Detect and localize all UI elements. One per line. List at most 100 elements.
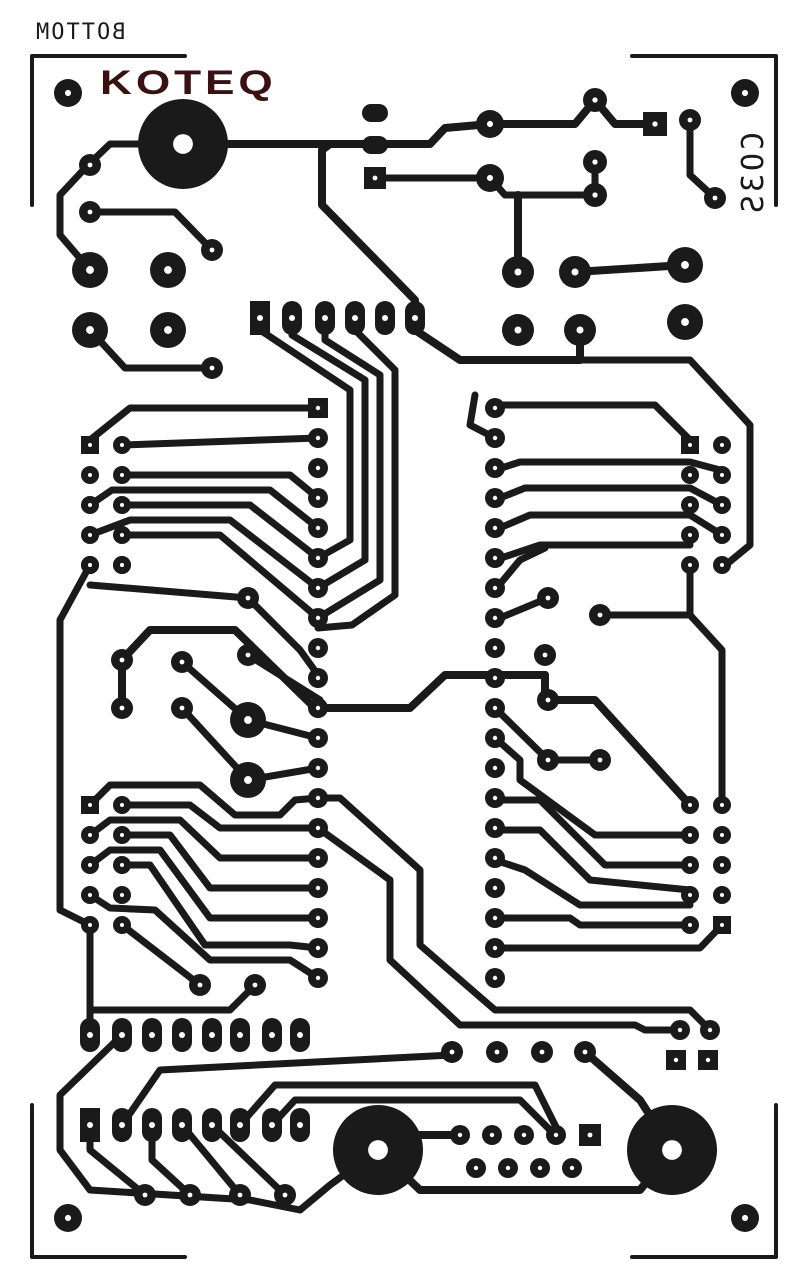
- drill-hole: [576, 326, 584, 334]
- trace: [178, 1121, 244, 1199]
- drill-hole: [492, 765, 498, 771]
- drill-hole: [688, 473, 692, 477]
- drill-hole: [720, 803, 724, 807]
- drill-hole: [492, 825, 498, 831]
- drill-hole: [269, 1122, 275, 1128]
- trace: [411, 314, 584, 364]
- drill-hole: [209, 1032, 215, 1038]
- drill-hole: [315, 555, 321, 561]
- drill-hole: [492, 645, 498, 651]
- drill-hole: [486, 174, 494, 182]
- trace: [491, 511, 726, 539]
- drill-hole: [179, 705, 185, 711]
- drill-hole: [492, 915, 498, 921]
- drill-hole: [315, 675, 321, 681]
- drill-hole: [582, 1049, 588, 1055]
- drill-hole: [120, 893, 124, 897]
- drill-hole: [741, 89, 749, 97]
- drill-hole: [297, 1032, 303, 1038]
- trace: [86, 781, 322, 819]
- drill-hole: [120, 533, 124, 537]
- drill-hole: [87, 1032, 93, 1038]
- drill-hole: [187, 1192, 193, 1198]
- drill-hole: [120, 563, 124, 567]
- drill-hole: [545, 595, 551, 601]
- trace: [491, 914, 694, 929]
- drill-hole: [244, 716, 252, 724]
- drill-hole: [545, 757, 551, 763]
- drill-hole: [412, 315, 418, 321]
- drill-hole: [673, 1057, 679, 1063]
- drill-hole: [449, 1049, 455, 1055]
- drill-hole: [197, 982, 203, 988]
- drill-hole: [120, 503, 124, 507]
- drill-hole: [244, 776, 252, 784]
- drill-hole: [120, 803, 124, 807]
- trace: [86, 981, 259, 1014]
- trace: [30, 54, 187, 207]
- drill-hole: [87, 1122, 93, 1128]
- drill-hole: [257, 315, 263, 321]
- oval-pad: [362, 136, 388, 154]
- trace: [491, 541, 694, 564]
- drill-hole: [245, 595, 251, 601]
- drill-hole: [712, 195, 718, 201]
- drill-hole: [705, 1057, 711, 1063]
- drill-hole: [741, 1214, 749, 1222]
- drill-hole: [494, 1049, 500, 1055]
- drill-hole: [720, 503, 724, 507]
- drill-hole: [179, 1032, 185, 1038]
- drill-hole: [597, 612, 603, 618]
- drill-hole: [237, 1192, 243, 1198]
- trace: [314, 794, 714, 1034]
- trace: [118, 861, 322, 952]
- drill-hole: [88, 443, 92, 447]
- drill-hole: [64, 1214, 72, 1222]
- drill-hole: [720, 443, 724, 447]
- trace: [118, 801, 322, 832]
- drill-hole: [252, 982, 258, 988]
- drill-hole: [592, 192, 598, 198]
- drill-hole: [505, 1165, 511, 1171]
- trace: [236, 1081, 564, 1139]
- drill-hole: [492, 855, 498, 861]
- drill-hole: [720, 533, 724, 537]
- trace: [244, 651, 324, 704]
- drill-hole: [662, 1140, 682, 1160]
- trace: [56, 140, 187, 274]
- trace: [86, 208, 216, 254]
- trace: [118, 1051, 456, 1129]
- drill-hole: [592, 97, 598, 103]
- drill-hole: [652, 121, 658, 127]
- drill-hole: [368, 1140, 388, 1160]
- drill-hole: [315, 615, 321, 621]
- drill-hole: [88, 863, 92, 867]
- drill-hole: [245, 652, 251, 658]
- drill-hole: [164, 266, 172, 274]
- drill-hole: [492, 735, 498, 741]
- drill-hole: [315, 915, 321, 921]
- drill-hole: [209, 1122, 215, 1128]
- board-code: CO3S: [736, 132, 771, 217]
- drill-hole: [542, 652, 548, 658]
- drill-hole: [486, 120, 494, 128]
- drill-hole: [492, 615, 498, 621]
- drill-hole: [473, 1165, 479, 1171]
- drill-hole: [87, 209, 93, 215]
- drill-hole: [720, 923, 724, 927]
- drill-hole: [492, 705, 498, 711]
- drill-hole: [86, 326, 94, 334]
- drill-hole: [514, 326, 522, 334]
- drill-hole: [720, 563, 724, 567]
- drill-hole: [315, 885, 321, 891]
- drill-hole: [149, 1122, 155, 1128]
- trace: [86, 404, 322, 444]
- trace: [491, 544, 549, 594]
- drill-hole: [492, 885, 498, 891]
- trace: [456, 356, 754, 572]
- drill-hole: [120, 833, 124, 837]
- drill-hole: [282, 1192, 288, 1198]
- drill-hole: [120, 443, 124, 447]
- drill-hole: [687, 117, 693, 123]
